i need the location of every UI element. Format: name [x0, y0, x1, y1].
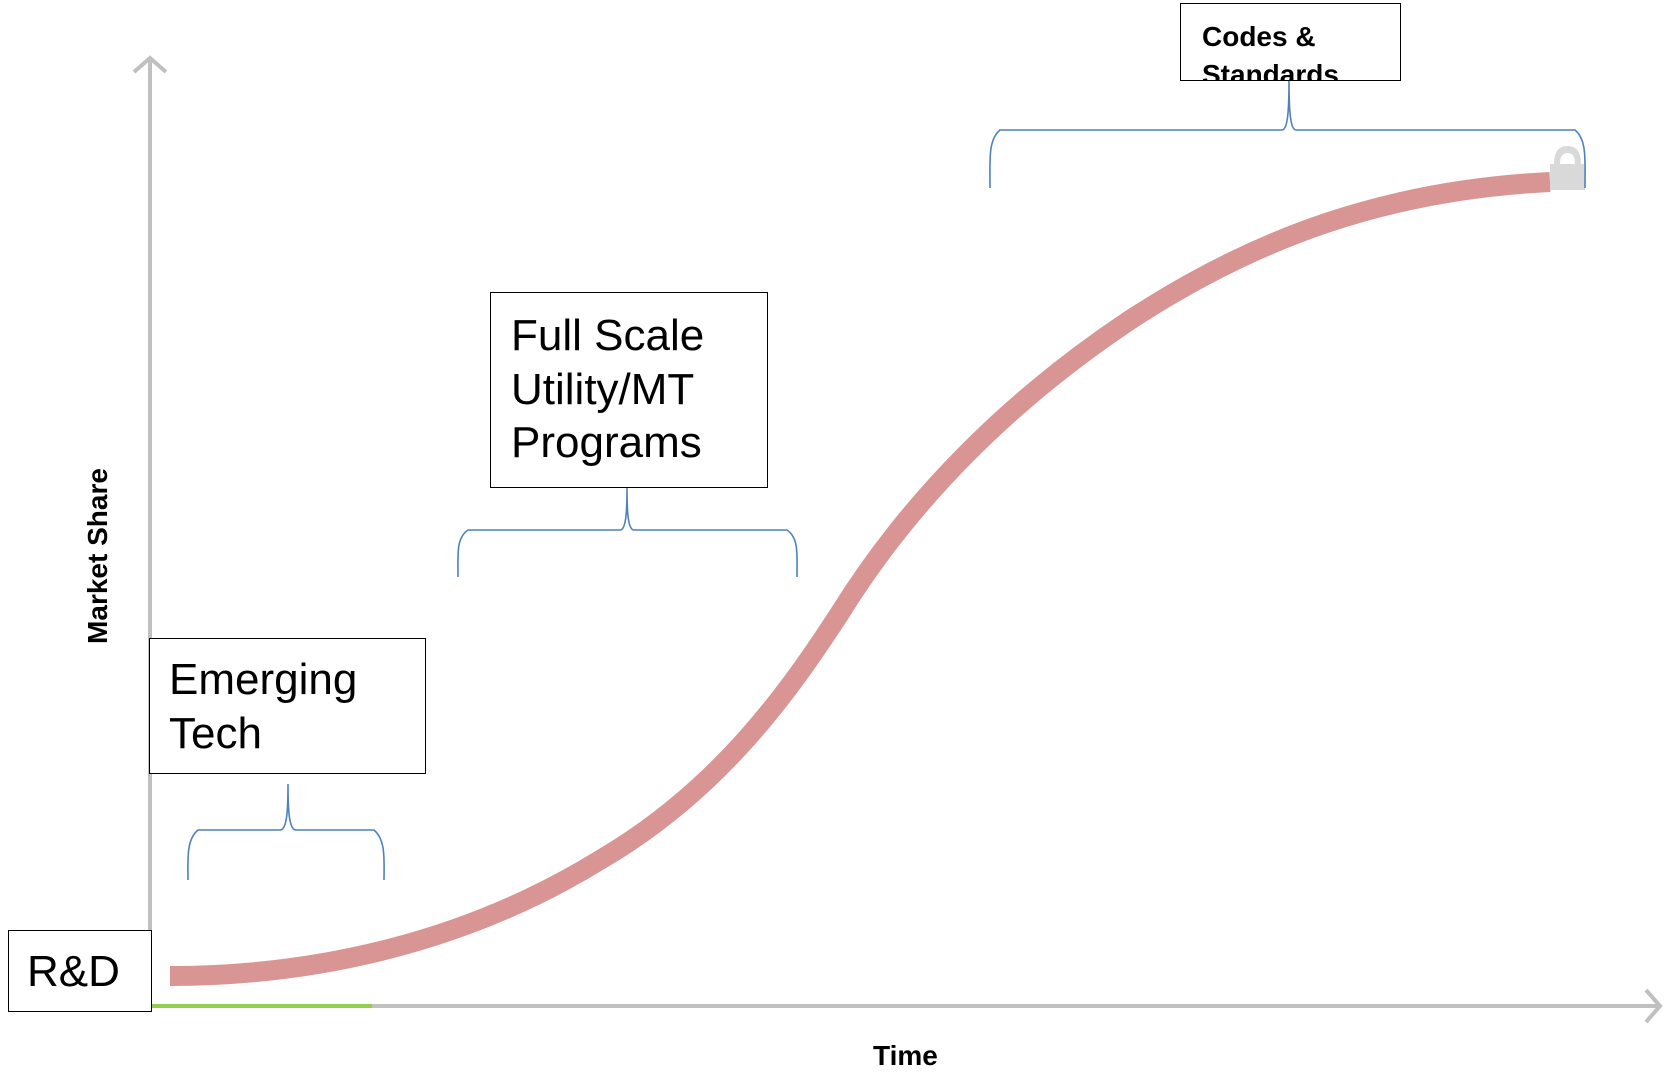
- full-scale-label-line-2: Utility/MT: [511, 364, 695, 414]
- emerging-tech-label-line-2: Tech: [169, 708, 262, 758]
- emerging-tech-bracket: [187, 783, 385, 881]
- full-scale-programs-box: Full Scale Utility/MT Programs: [490, 292, 768, 488]
- codes-label-line-2: Standards: [1202, 59, 1339, 81]
- full-scale-label-line-1: Full Scale: [511, 311, 705, 360]
- codes-label-line-1: Codes &: [1202, 21, 1316, 52]
- x-axis-label: Time: [873, 1040, 938, 1071]
- lock-icon: [1550, 146, 1585, 190]
- full-scale-label-line-3: Programs: [511, 418, 702, 468]
- y-axis-label: Market Share: [82, 468, 113, 644]
- rd-box: R&D: [8, 930, 152, 1012]
- codes-standards-bracket: [989, 79, 1586, 189]
- adoption-curve: [169, 172, 1551, 986]
- emerging-tech-label-line-1: Emerging: [169, 655, 358, 704]
- full-scale-bracket: [457, 487, 798, 578]
- rd-label: R&D: [27, 947, 120, 996]
- codes-standards-box: Codes & Standards: [1180, 3, 1401, 81]
- emerging-tech-box: Emerging Tech: [149, 638, 426, 774]
- y-axis-arrowhead: [132, 55, 168, 74]
- x-axis-arrowhead: [1644, 988, 1663, 1024]
